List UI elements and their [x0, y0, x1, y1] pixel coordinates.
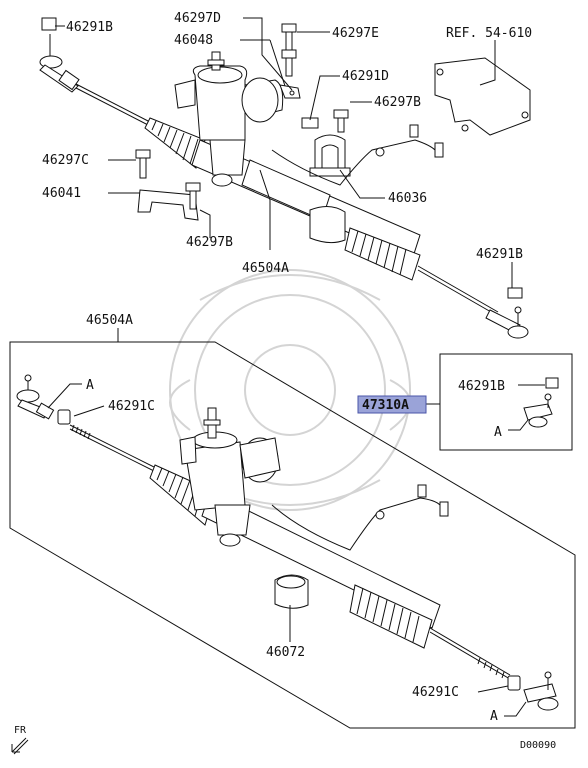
nut-46291B-right — [507, 287, 523, 299]
tie-rod-end-right-bottom — [523, 671, 559, 711]
clamp-46036 — [309, 134, 351, 177]
bellows-right-bottom — [349, 584, 433, 649]
watermark-emblem — [169, 269, 411, 511]
nut-46297D — [281, 49, 297, 77]
bolt-46297B-right — [333, 109, 349, 133]
label-ref-54-610: REF. 54-610 — [446, 26, 532, 41]
clamp-bracket-46041 — [137, 189, 199, 221]
label-46297D: 46297D — [174, 11, 221, 26]
bellows-right-top — [344, 227, 421, 281]
bottom-steering-gear-assembly — [16, 374, 559, 711]
orientation-label: FR — [14, 725, 27, 736]
tie-rod-end-left-bottom — [16, 374, 55, 420]
label-46048: 46048 — [174, 33, 213, 48]
leader-lines-top — [49, 17, 513, 288]
bolt-46297C — [135, 149, 151, 179]
tie-rod-end-left-top — [39, 45, 80, 93]
label-47310A: 47310A — [362, 398, 409, 413]
assembly-box-46504A — [9, 328, 576, 729]
label-46297B-right: 46297B — [374, 95, 421, 110]
label-A-inset: A — [494, 425, 502, 440]
label-46504A-top: 46504A — [242, 261, 289, 276]
bellows-left-top — [144, 117, 206, 169]
eps-motor-bottom — [179, 407, 281, 547]
leader-lines-bottom — [47, 383, 527, 717]
nut-46291B-top — [41, 17, 57, 31]
label-46072: 46072 — [266, 645, 305, 660]
label-46297C: 46297C — [42, 153, 89, 168]
label-46036: 46036 — [388, 191, 427, 206]
inset-nut — [545, 377, 559, 389]
ecu-bracket-ref — [434, 57, 531, 136]
inset-tie-rod-end — [523, 393, 553, 428]
label-46041: 46041 — [42, 186, 81, 201]
bolt-46297E — [281, 23, 297, 51]
bracket-46048 — [279, 84, 301, 99]
label-46504A-box: 46504A — [86, 313, 133, 328]
highlighted-part-47310A[interactable]: 47310A — [357, 395, 427, 414]
bushing-46072 — [274, 574, 309, 609]
mount-bushing-top — [309, 206, 346, 244]
nut-46291C-left — [57, 409, 71, 425]
label-46291C-right: 46291C — [412, 685, 459, 700]
eps-motor-top — [174, 51, 284, 187]
label-46291B-top: 46291B — [66, 20, 113, 35]
nut-46291C-right — [507, 675, 521, 691]
inset-box-47310A — [426, 353, 573, 451]
top-steering-gear-assembly — [39, 17, 531, 339]
front-orientation-indicator: FR — [11, 725, 29, 755]
label-46297E: 46297E — [332, 26, 379, 41]
label-46291B-right: 46291B — [476, 247, 523, 262]
label-46297B-bottom: 46297B — [186, 235, 233, 250]
label-46291B-inset: 46291B — [458, 379, 505, 394]
bolt-46297B-left — [185, 182, 201, 210]
label-A-left: A — [86, 378, 94, 393]
tie-rod-end-right-top — [485, 306, 529, 339]
label-A-right: A — [490, 709, 498, 724]
label-46291D: 46291D — [342, 69, 389, 84]
diagram-id: D00090 — [520, 740, 556, 751]
label-46291C-left: 46291C — [108, 399, 155, 414]
